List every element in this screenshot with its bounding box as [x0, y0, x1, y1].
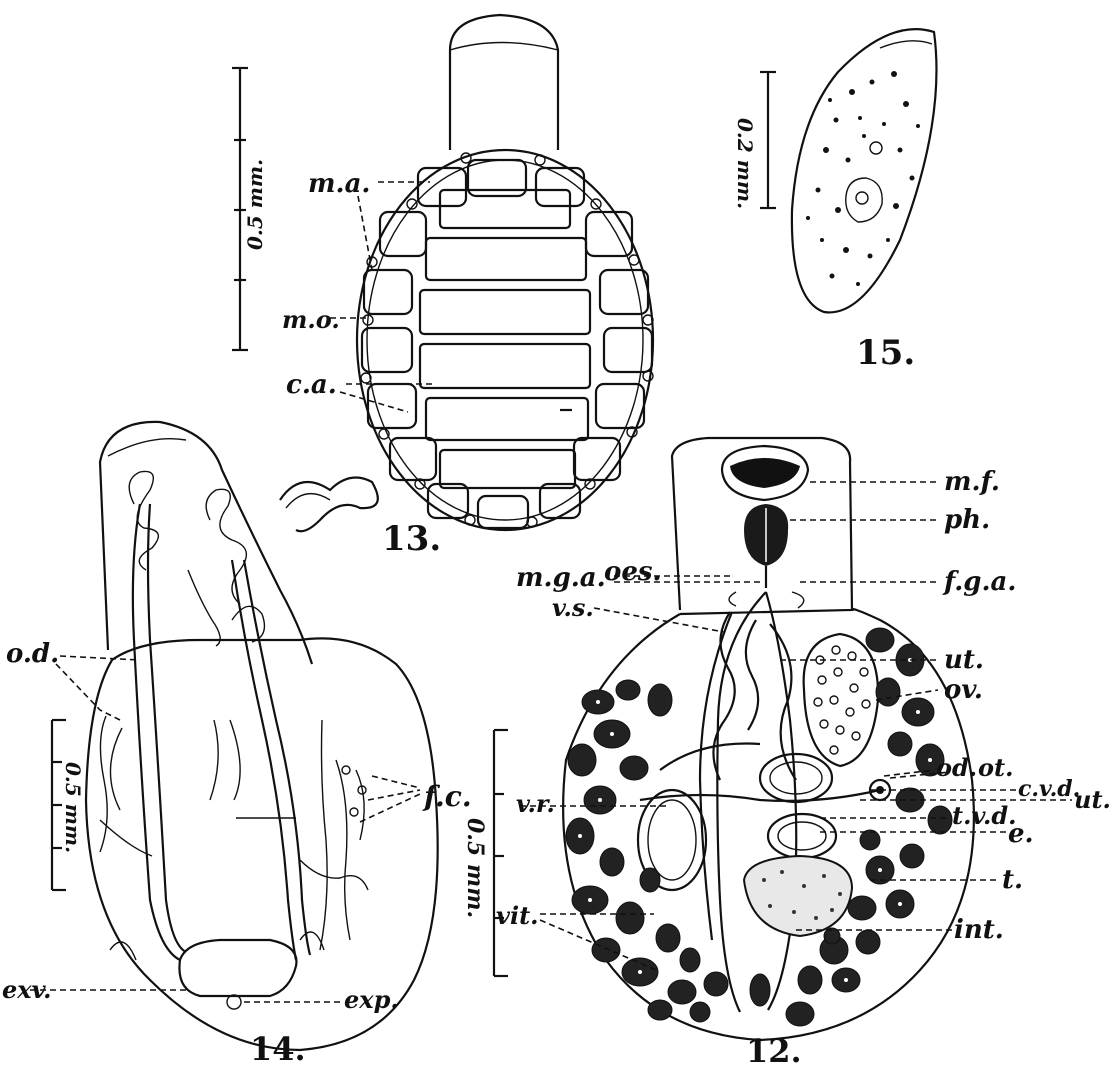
fig12-label-cvd: c.v.d. [1018, 776, 1080, 802]
fig14-label-exp: exp. [344, 985, 399, 1014]
figure-13: 0.5 mm. [232, 15, 653, 559]
fig12-label-fga: f.g.a. [942, 567, 1016, 597]
fig12-scale-label: 0.5 mm. [462, 818, 488, 918]
fig15-number: 15. [856, 333, 915, 373]
fig13-number: 13. [382, 519, 441, 559]
fig12-label-ph: ph. [944, 505, 990, 535]
fig13-label-ca: c.a. [286, 370, 337, 400]
fig15-scale-label: 0.2 mm. [733, 118, 757, 209]
fig13-label-ma: m.a. [308, 169, 370, 199]
fig12-label-vit: vit. [496, 901, 539, 930]
figure-15: 0.2 mm. 15. [733, 29, 936, 373]
fig12-label-tvd: t.v.d. [952, 801, 1016, 830]
fig12-label-od: od. [936, 753, 977, 782]
fig12-label-mga: m.g.a. [516, 563, 606, 593]
fig12-scale-bar [494, 730, 508, 976]
fig14-label-exv: exv. [2, 975, 51, 1004]
fig12-label-oes: oes. [604, 557, 662, 587]
fig12-label-int: int. [954, 915, 1004, 945]
fig12-label-t: t. [1002, 865, 1023, 895]
fig12-label-mf: m.f. [944, 467, 1000, 497]
fig12-label-ut2: ut. [1074, 785, 1111, 814]
figure-12: 0.5 mm. [462, 438, 1111, 1067]
fig15-scale-bar [760, 72, 776, 208]
fig12-number: 12. [746, 1032, 802, 1067]
fig12-label-vs: v.s. [552, 593, 594, 622]
fig12-label-ut1: ut. [944, 645, 984, 675]
fig12-label-ov: ov. [944, 675, 983, 705]
fig13-scale-label: 0.5 mm. [243, 159, 267, 250]
fig14-label-od: o.d. [6, 639, 59, 669]
fig12-label-vr: v.r. [516, 789, 555, 818]
fig14-scale-label: 0.5 mm. [61, 762, 85, 853]
fig14-label-fc: f.c. [422, 780, 472, 813]
fig13-label-mo: m.o. [282, 305, 340, 334]
fig12-label-ot: ot. [978, 753, 1013, 782]
fig12-label-e: e. [1008, 819, 1034, 849]
fig14-number: 14. [250, 1030, 306, 1067]
